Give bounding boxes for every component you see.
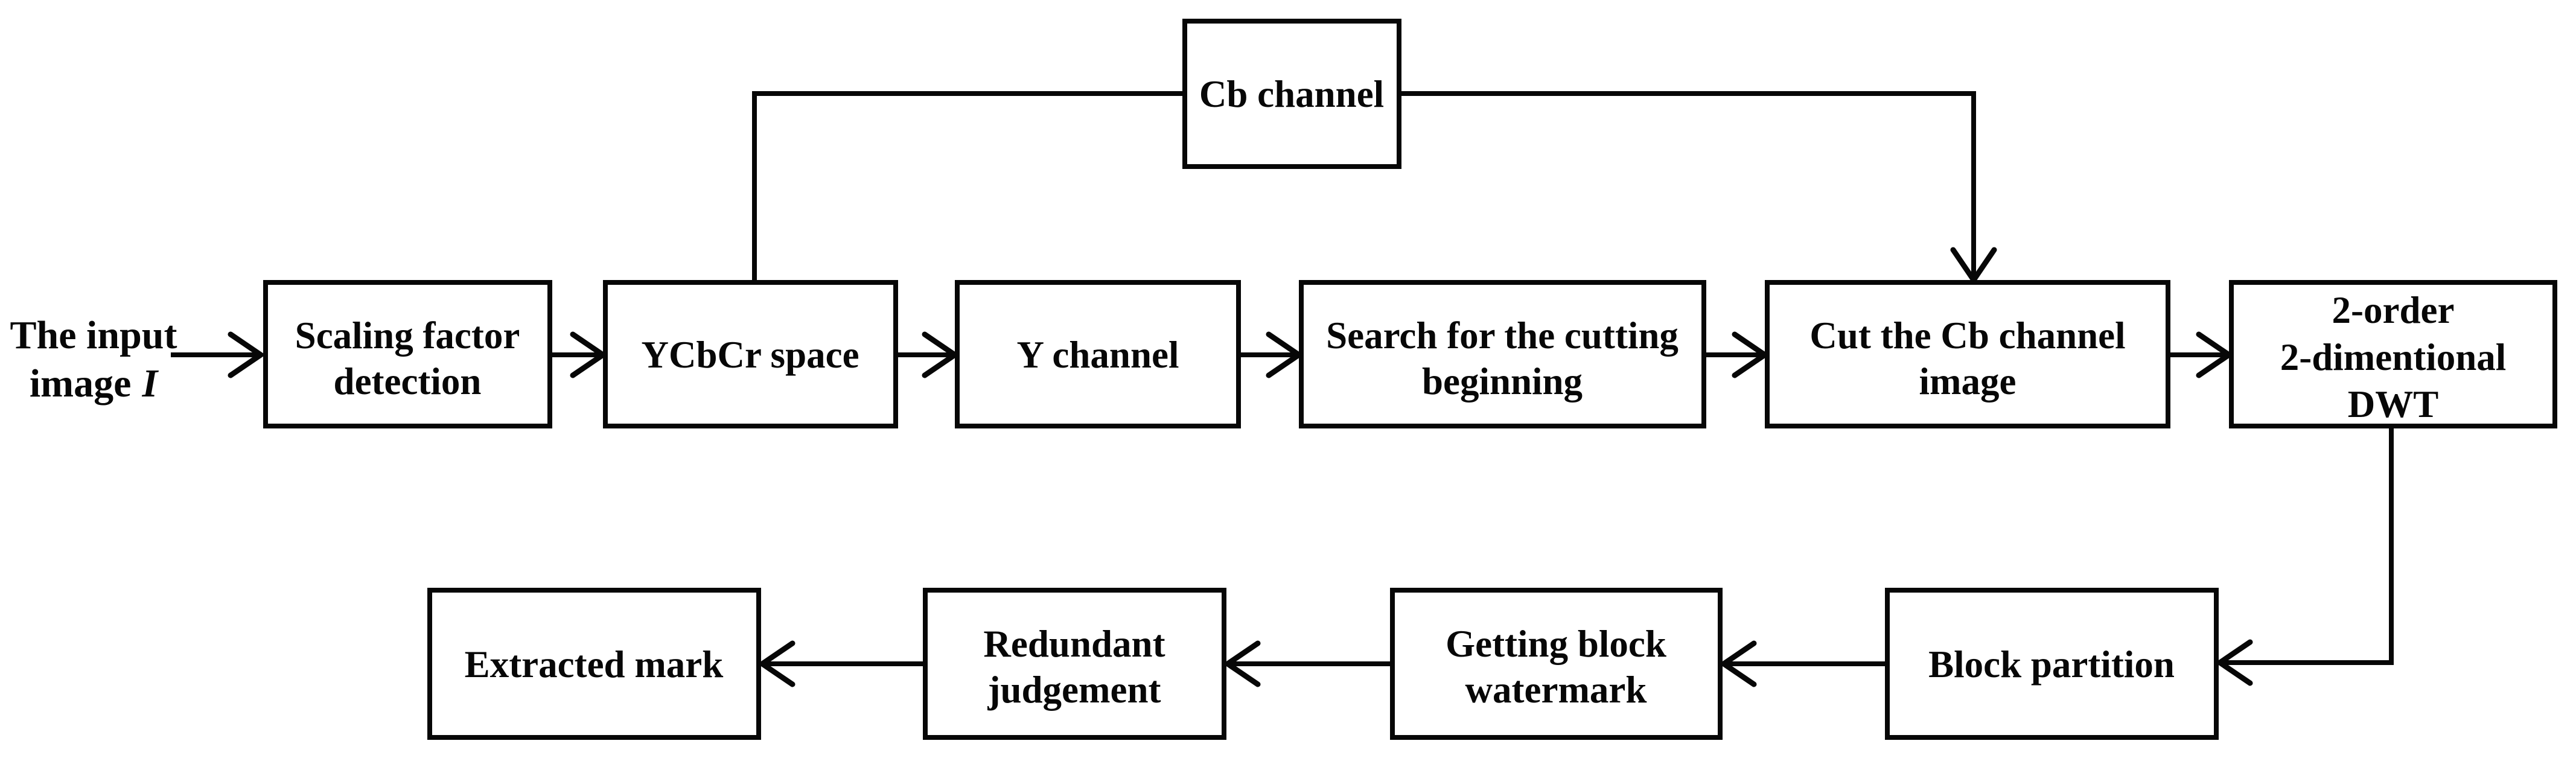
box-extracted-mark-label: Extracted mark bbox=[465, 643, 724, 686]
box-redundant-label-line1: Redundant bbox=[983, 623, 1165, 665]
box-cut-cb-label-line2: image bbox=[1919, 360, 2016, 403]
box-ycbcr-space-label: YCbCr space bbox=[641, 334, 859, 376]
box-scaling-factor-detection bbox=[263, 280, 552, 428]
box-search-cutting-label-line2: beginning bbox=[1422, 360, 1583, 403]
box-getting-block-label-line1: Getting block bbox=[1446, 623, 1666, 665]
connector-ycbcr-to-cb-channel bbox=[752, 91, 1182, 281]
box-dwt-label-line3: DWT bbox=[2348, 383, 2439, 425]
box-getting-block-label-line2: watermark bbox=[1465, 669, 1647, 711]
box-cut-cb-label-line1: Cut the Cb channel bbox=[1809, 314, 2125, 357]
box-cb-channel-label: Cb channel bbox=[1199, 73, 1384, 115]
box-cb-channel bbox=[1182, 19, 1401, 169]
box-getting-block-watermark bbox=[1390, 588, 1723, 740]
box-search-cutting-label-line1: Search for the cutting bbox=[1326, 314, 1679, 357]
box-y-channel-label: Y channel bbox=[1017, 334, 1179, 376]
input-image-variable: I bbox=[141, 361, 159, 406]
box-redundant-judgement bbox=[923, 588, 1226, 740]
box-redundant-label-line2: judgement bbox=[987, 669, 1161, 711]
box-dwt bbox=[2229, 280, 2557, 428]
box-dwt-label-line2: 2-dimentional bbox=[2280, 336, 2507, 378]
box-cut-cb-channel-image bbox=[1765, 280, 2170, 428]
box-block-partition bbox=[1885, 588, 2219, 740]
box-scaling-factor-label-line2: detection bbox=[334, 360, 482, 403]
box-ycbcr-space bbox=[603, 280, 898, 428]
connector-dwt-to-block-partition-arrow bbox=[2214, 426, 2394, 686]
box-scaling-factor-label-line1: Scaling factor bbox=[295, 314, 520, 357]
input-image-label-line1: The input bbox=[10, 313, 177, 357]
box-dwt-label-line1: 2-order bbox=[2332, 289, 2455, 331]
box-y-channel bbox=[955, 280, 1241, 428]
connector-cb-channel-to-cut-arrow bbox=[1399, 91, 1997, 285]
box-extracted-mark bbox=[427, 588, 761, 740]
box-block-partition-label: Block partition bbox=[1928, 643, 2175, 686]
box-search-cutting-beginning bbox=[1299, 280, 1706, 428]
